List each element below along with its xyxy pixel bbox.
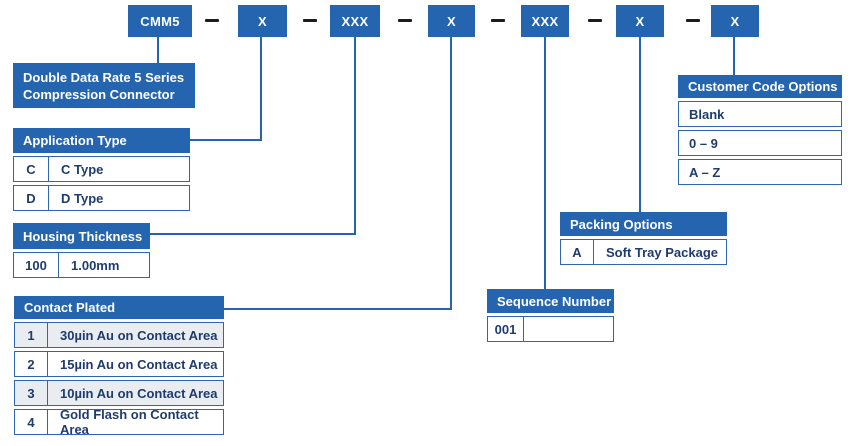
row-code: 3 (15, 381, 48, 405)
table-row: 100 1.00mm (13, 252, 150, 278)
row-description: Blank (689, 106, 725, 122)
series-description-line2: Compression Connector (23, 87, 175, 102)
row-description: D Type (61, 190, 104, 206)
packing-options-table: Packing Options A Soft Tray Package (560, 212, 727, 265)
segment-box-customer: X (711, 5, 759, 37)
segment-box-housing: XXX (330, 5, 380, 37)
row-code: A (561, 240, 594, 264)
series-description-line1: Double Data Rate 5 Series (23, 70, 185, 85)
connector-line-housing (354, 37, 356, 235)
dash-separator-icon (205, 19, 219, 22)
packing-options-header: Packing Options (560, 212, 727, 236)
table-row: 0 – 9 (678, 130, 842, 156)
sequence-number-table: Sequence Number 001 (487, 289, 614, 342)
application-type-table: Application Type C C Type D D Type (13, 128, 190, 211)
row-description (524, 317, 613, 341)
table-row: 001 (487, 316, 614, 342)
row-code: D (14, 186, 49, 210)
connector-line-plating (222, 308, 452, 310)
table-row: 3 10µin Au on Contact Area (14, 380, 224, 406)
series-description-box: Double Data Rate 5 Series Compression Co… (13, 63, 195, 108)
table-row: 4 Gold Flash on Contact Area (14, 407, 224, 437)
contact-plated-table: Contact Plated 1 30µin Au on Contact Are… (14, 296, 224, 437)
row-description: C Type (61, 161, 104, 177)
connector-line-application (189, 139, 262, 141)
row-description: 0 – 9 (689, 135, 718, 151)
row-description: Soft Tray Package (606, 244, 718, 260)
row-description: 1.00mm (71, 257, 120, 273)
segment-box-application: X (238, 5, 287, 37)
segment-box-packing: X (616, 5, 664, 37)
connector-line-customer (733, 37, 735, 75)
housing-thickness-table: Housing Thickness 100 1.00mm (13, 223, 150, 278)
connector-line-application (260, 37, 262, 141)
row-code: 2 (15, 352, 48, 376)
customer-code-options-header: Customer Code Options (678, 75, 842, 98)
row-description: A – Z (689, 164, 721, 180)
connector-line-sequence (544, 37, 546, 289)
dash-separator-icon (686, 19, 700, 22)
sequence-number-header: Sequence Number (487, 289, 614, 313)
table-row: D D Type (13, 185, 190, 211)
row-code: 001 (488, 317, 524, 341)
table-row: A – Z (678, 159, 842, 185)
dash-separator-icon (398, 19, 412, 22)
row-code: 4 (15, 410, 48, 434)
row-code: 1 (15, 323, 48, 347)
row-description: 15µin Au on Contact Area (60, 356, 218, 372)
row-code: 100 (14, 253, 59, 277)
housing-thickness-header: Housing Thickness (13, 223, 150, 249)
connector-line-plating (450, 37, 452, 310)
contact-plated-header: Contact Plated (14, 296, 224, 319)
dash-separator-icon (588, 19, 602, 22)
dash-separator-icon (491, 19, 505, 22)
table-row: Blank (678, 101, 842, 127)
row-description: 30µin Au on Contact Area (60, 327, 218, 343)
connector-line-packing (639, 37, 641, 212)
table-row: C C Type (13, 156, 190, 182)
row-description: 10µin Au on Contact Area (60, 385, 218, 401)
segment-box-sequence: XXX (521, 5, 569, 37)
customer-code-options-table: Customer Code Options Blank 0 – 9 A – Z (678, 75, 842, 185)
dash-separator-icon (303, 19, 317, 22)
table-row: A Soft Tray Package (560, 239, 727, 265)
table-row: 1 30µin Au on Contact Area (14, 322, 224, 348)
table-row: 2 15µin Au on Contact Area (14, 351, 224, 377)
application-type-header: Application Type (13, 128, 190, 153)
segment-box-series: CMM5 (128, 5, 192, 37)
connector-line-housing (148, 233, 356, 235)
row-description: Gold Flash on Contact Area (60, 407, 199, 437)
segment-box-plating: X (428, 5, 475, 37)
row-code: C (14, 157, 49, 181)
connector-line-series (157, 37, 159, 63)
